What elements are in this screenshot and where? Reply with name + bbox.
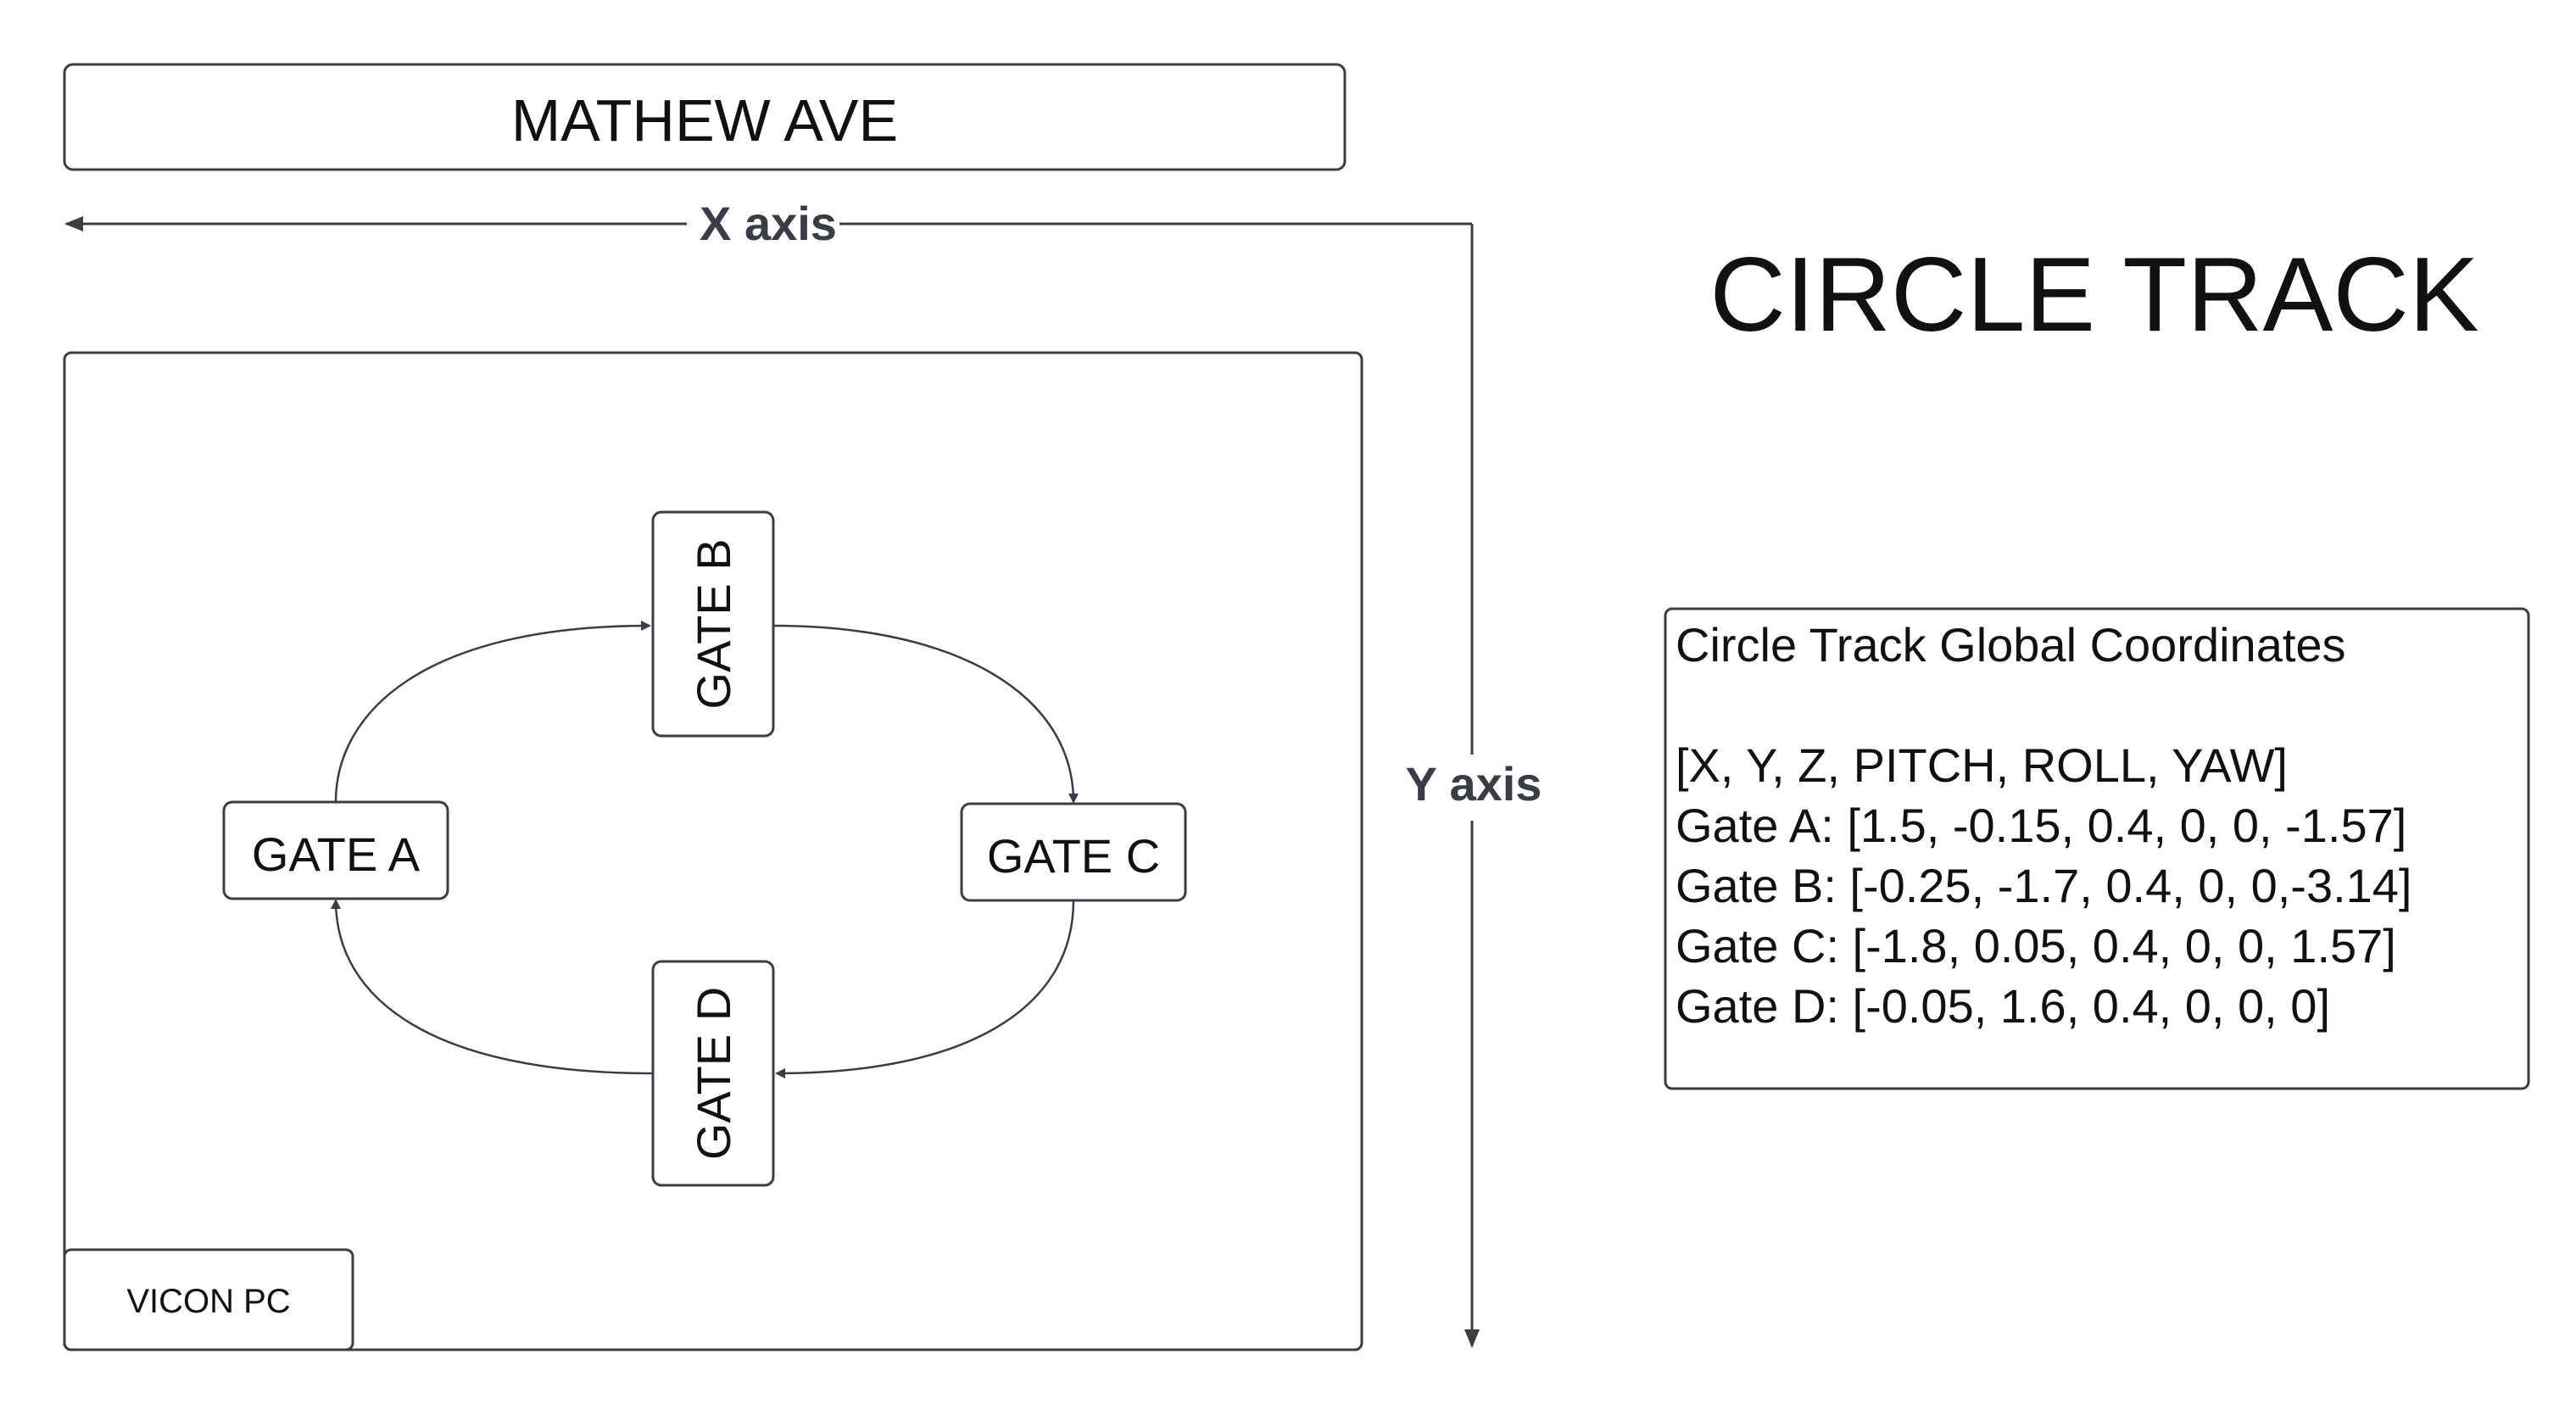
coordinates-heading: Circle Track Global Coordinates: [1676, 618, 2346, 671]
x-axis: X axis: [64, 197, 1472, 250]
gate-a: GATE A: [222, 800, 449, 900]
gate-a-box: [222, 800, 449, 900]
coordinates-gate-b: Gate B: [-0.25, -1.7, 0.4, 0, 0,-3.14]: [1676, 859, 2412, 912]
coordinates-gate-a: Gate A: [1.5, -0.15, 0.4, 0, 0, -1.57]: [1676, 799, 2406, 852]
connector-d-to-a: [331, 899, 654, 1075]
coordinates-panel: Circle Track Global Coordinates [X, Y, Z…: [1664, 607, 2530, 1090]
connector-b-to-c: [772, 624, 1079, 804]
gate-c-label: GATE C: [987, 829, 1160, 883]
track-connectors: [331, 621, 1079, 1078]
gate-d-label: GATE D: [687, 987, 740, 1160]
connector-c-to-d: [775, 900, 1075, 1078]
vicon-pc-box: [63, 1248, 354, 1351]
y-axis-label: Y axis: [1406, 757, 1542, 811]
street-label: MATHEW AVE: [511, 87, 898, 153]
gate-d: GATE D: [651, 960, 775, 1187]
coordinates-gate-c: Gate C: [-1.8, 0.05, 0.4, 0, 0, 1.57]: [1676, 919, 2396, 972]
street-banner: MATHEW AVE: [63, 63, 1347, 171]
gate-c-box: [960, 802, 1187, 902]
gate-b-box: [651, 510, 775, 738]
vicon-pc: VICON PC: [63, 1248, 354, 1351]
track-room: [63, 351, 1363, 1351]
connector-a-to-b: [334, 621, 651, 803]
gate-c: GATE C: [960, 802, 1187, 902]
page-title: CIRCLE TRACK: [1709, 237, 2478, 354]
gate-d-box: [651, 960, 775, 1187]
coordinates-format: [X, Y, Z, PITCH, ROLL, YAW]: [1676, 738, 2288, 792]
street-banner-box: [63, 63, 1347, 171]
coordinates-panel-box: [1664, 607, 2530, 1090]
vicon-pc-label: VICON PC: [126, 1283, 290, 1320]
gate-b-label: GATE B: [687, 538, 740, 709]
coordinates-gate-d: Gate D: [-0.05, 1.6, 0.4, 0, 0, 0]: [1676, 979, 2330, 1033]
gate-a-label: GATE A: [252, 827, 421, 881]
x-axis-label: X axis: [700, 197, 837, 250]
y-axis: Y axis: [1406, 224, 1542, 1348]
gate-b: GATE B: [651, 510, 775, 738]
